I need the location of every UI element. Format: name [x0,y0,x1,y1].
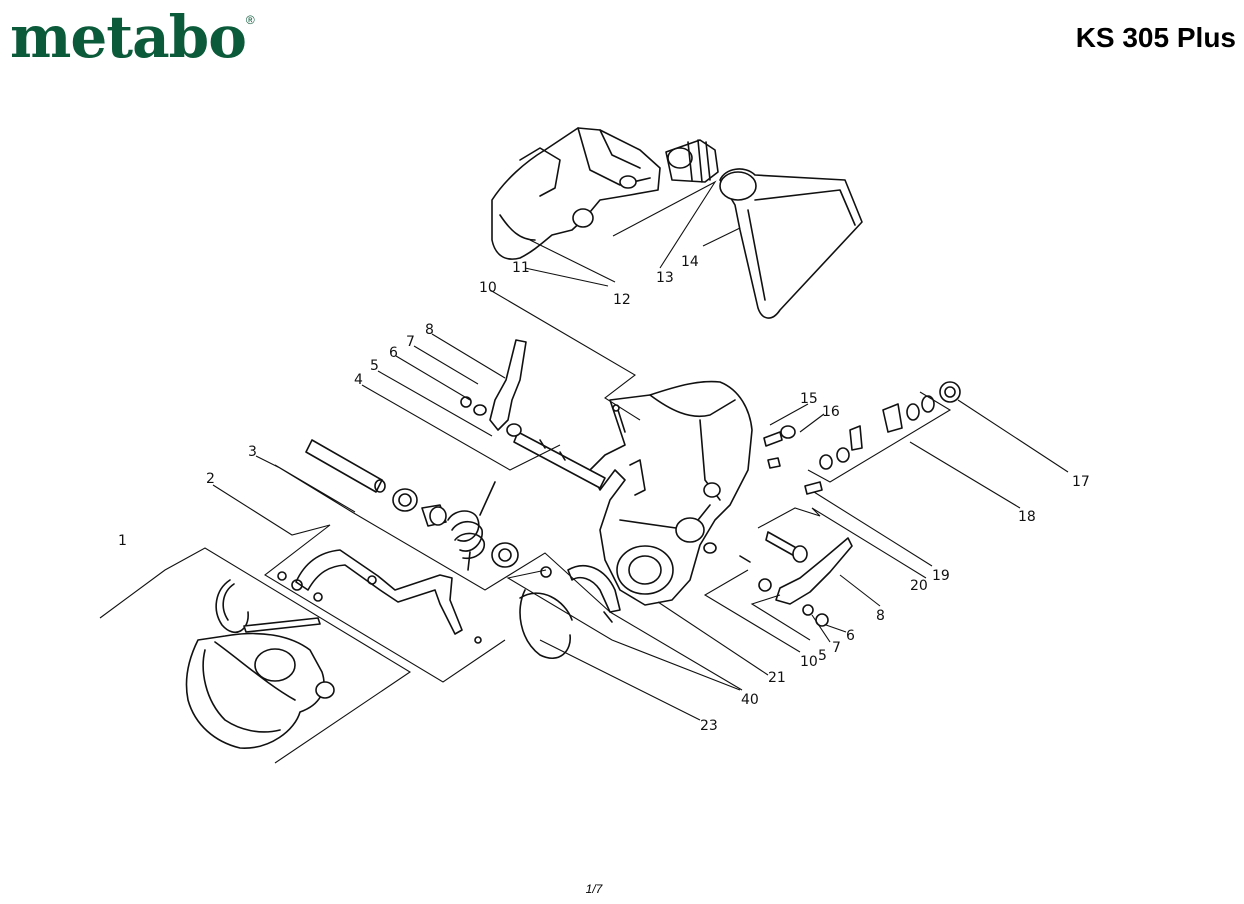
callout-6-right: 6 [846,628,855,644]
page-number: 1/7 [585,882,603,896]
callout-8-right: 8 [876,608,885,624]
part-dust-hood [491,127,661,260]
callout-13: 13 [656,270,674,286]
part-sleeve [421,504,447,527]
callout-labels: 1 2 3 4 5 6 7 8 10 11 12 13 14 15 16 17 … [118,254,1090,734]
part-clamp-lever-right [758,537,853,605]
callout-10-right: 10 [800,654,818,670]
part-washer-7-right [802,604,814,616]
callout-4: 4 [354,372,363,388]
callout-12: 12 [613,292,631,308]
callout-3: 3 [248,444,257,460]
part-spring-axle [305,439,386,493]
callout-10-top: 10 [479,280,497,296]
part-screw-19 [804,481,823,495]
callout-5-left: 5 [370,358,379,374]
callout-7-left: 7 [406,334,415,350]
part-pivot-shaft [513,431,606,489]
callout-23: 23 [700,718,718,734]
part-nut-6-right [815,613,829,627]
callout-8-left: 8 [425,322,434,338]
part-bearing [491,542,519,568]
part-lower-blade-guard [185,632,335,749]
callout-6-left: 6 [389,345,398,361]
callout-40: 40 [741,692,759,708]
callout-17: 17 [1072,474,1090,490]
callout-21: 21 [768,670,786,686]
part-screw-right [767,457,781,469]
callout-18: 18 [1018,509,1036,525]
part-linkage-arm [277,549,482,644]
part-screw-small [739,555,751,563]
callout-14: 14 [681,254,699,270]
part-pin-15 [763,431,783,447]
callout-15: 15 [800,391,818,407]
brand-name: metabo [10,3,247,71]
part-torsion-spring [447,481,496,571]
part-circlip [215,579,249,634]
part-clamp-lever-left [460,339,527,437]
leader-lines [99,180,1069,764]
model-title: KS 305 Plus [1075,22,1236,53]
callout-2: 2 [206,471,215,487]
callout-7-right: 7 [832,640,841,656]
callout-5-right: 5 [818,648,827,664]
callout-11: 11 [512,260,530,276]
part-dust-chute [719,168,863,319]
callout-1: 1 [118,533,127,549]
part-washer-set-18 [819,395,935,470]
part-guard-pin [243,617,321,633]
callout-16: 16 [822,404,840,420]
callout-19: 19 [932,568,950,584]
part-bushing [392,488,418,512]
part-gear-housing [589,380,753,606]
callout-20: 20 [910,578,928,594]
registered-mark: ® [245,13,255,27]
part-shaft-20 [765,531,808,563]
part-nut-16 [780,425,796,439]
brand-logo: metabo® [10,8,255,66]
part-angle-bracket [540,565,621,623]
part-nut-17 [939,381,961,403]
part-adapter-sleeve [665,139,719,183]
